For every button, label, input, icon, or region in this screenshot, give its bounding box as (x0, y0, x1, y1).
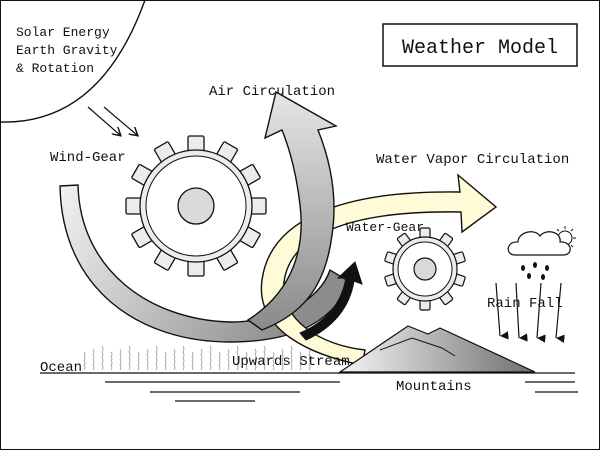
sun-text-rotation: & Rotation (16, 61, 94, 76)
vapor-squiggle (209, 345, 212, 371)
mountain-inner-ridge (379, 337, 456, 357)
ocean-lines (40, 372, 578, 402)
label-upwards-stream: Upwards Stream (232, 354, 350, 370)
vapor-squiggle (155, 345, 158, 371)
label-water-gear: Water-Gear (346, 220, 424, 235)
vapor-squiggle (191, 351, 194, 371)
vapor-squiggle (128, 345, 131, 371)
label-rain-fall: Rain Fall (487, 296, 563, 312)
vapor-squiggle (263, 345, 266, 371)
vapor-squiggle (146, 348, 149, 371)
label-air-circulation: Air Circulation (209, 84, 335, 100)
vapor-squiggle (164, 351, 167, 371)
label-wind-gear: Wind-Gear (50, 150, 126, 166)
label-ocean: Ocean (40, 360, 82, 376)
page-title: Weather Model (402, 37, 558, 60)
label-mountains: Mountains (396, 379, 472, 395)
vapor-squiggle (137, 351, 140, 371)
vapor-squiggle (308, 348, 311, 371)
vapor-squiggle (119, 348, 122, 371)
rain-fall-arrows (495, 282, 565, 343)
mountain-shape (338, 325, 536, 373)
sun-text-gravity: Earth Gravity (16, 43, 118, 58)
sun-ray-arrows (87, 106, 137, 135)
upwards-stream-arrow (299, 261, 363, 341)
evaporation-squiggles (83, 345, 311, 371)
rain-cloud-icon (507, 226, 576, 280)
title-box (382, 23, 578, 67)
vapor-squiggle (254, 348, 257, 371)
wind-gear-icon (125, 135, 267, 277)
vapor-squiggle (299, 351, 302, 371)
label-water-vapor-circulation: Water Vapor Circulation (376, 152, 569, 168)
vapor-squiggle (173, 348, 176, 371)
vapor-squiggle (182, 345, 185, 371)
vapor-squiggle (245, 351, 248, 371)
sun-text-solar: Solar Energy (16, 25, 110, 40)
vapor-squiggle (101, 345, 104, 371)
vapor-squiggle (290, 345, 293, 371)
vapor-squiggle (218, 351, 221, 371)
vapor-squiggle (92, 348, 95, 371)
vapor-squiggle (227, 348, 230, 371)
vapor-squiggle (281, 348, 284, 371)
vapor-squiggle (83, 351, 86, 371)
air-circulation-arrow (246, 90, 338, 331)
vapor-squiggle (272, 351, 275, 371)
vapor-squiggle (200, 348, 203, 371)
water-gear-icon (384, 227, 466, 311)
vapor-squiggle (110, 351, 113, 371)
sun-arc (0, 0, 146, 123)
vapor-squiggle (236, 345, 239, 371)
